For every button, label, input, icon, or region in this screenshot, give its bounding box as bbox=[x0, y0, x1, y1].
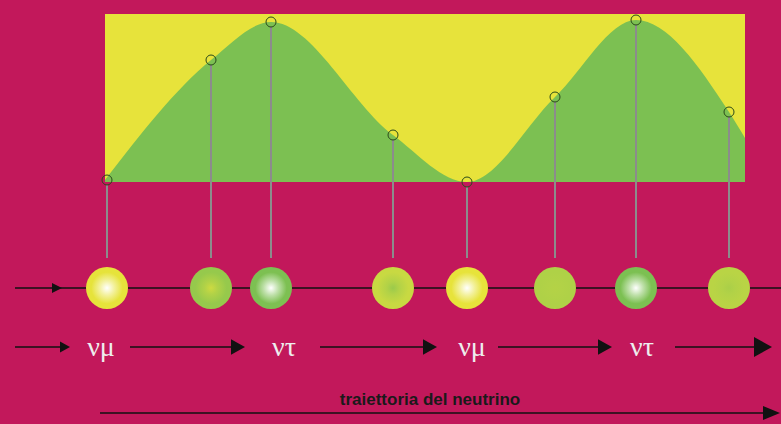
arrow-head bbox=[231, 339, 245, 354]
leader-line bbox=[728, 117, 730, 258]
curve-point bbox=[102, 175, 112, 185]
leader-line bbox=[554, 102, 556, 258]
oscillation-area bbox=[105, 20, 745, 182]
arrow-head bbox=[598, 339, 612, 354]
neutrino-ball bbox=[615, 267, 657, 309]
neutrino-ball bbox=[250, 267, 292, 309]
arrow-head bbox=[763, 406, 780, 420]
neutrino-ball bbox=[86, 267, 128, 309]
flavour-label: νμ bbox=[87, 331, 115, 363]
leader-line bbox=[270, 27, 272, 258]
flavour-arrow bbox=[320, 346, 425, 348]
curve-point bbox=[388, 130, 398, 140]
neutrino-ball bbox=[190, 267, 232, 309]
arrow-head bbox=[52, 283, 62, 293]
arrow-head bbox=[754, 337, 772, 357]
arrow-head bbox=[60, 342, 70, 353]
flavour-arrow bbox=[15, 346, 62, 348]
leader-line bbox=[392, 140, 394, 258]
leader-line bbox=[466, 187, 468, 258]
flavour-arrow bbox=[498, 346, 600, 348]
curve-point bbox=[724, 107, 734, 117]
curve-point bbox=[462, 177, 472, 187]
curve-point bbox=[631, 15, 641, 25]
leader-line bbox=[635, 25, 637, 258]
flavour-label: νμ bbox=[458, 331, 486, 363]
leader-line bbox=[210, 65, 212, 258]
neutrino-ball bbox=[446, 267, 488, 309]
neutrino-ball bbox=[534, 267, 576, 309]
neutrino-ball bbox=[372, 267, 414, 309]
flavour-label: ντ bbox=[630, 331, 654, 363]
curve-point bbox=[550, 92, 560, 102]
flavour-arrow bbox=[675, 346, 756, 348]
probability-panel bbox=[105, 14, 745, 182]
trajectory-arrow bbox=[100, 412, 765, 414]
leader-line bbox=[106, 185, 108, 258]
neutrino-ball bbox=[708, 267, 750, 309]
axis-caption: traiettoria del neutrino bbox=[340, 390, 520, 410]
arrow-head bbox=[423, 339, 437, 354]
curve-point bbox=[206, 55, 216, 65]
flavour-arrow bbox=[130, 346, 233, 348]
curve-point bbox=[266, 17, 276, 27]
flavour-label: ντ bbox=[272, 331, 296, 363]
